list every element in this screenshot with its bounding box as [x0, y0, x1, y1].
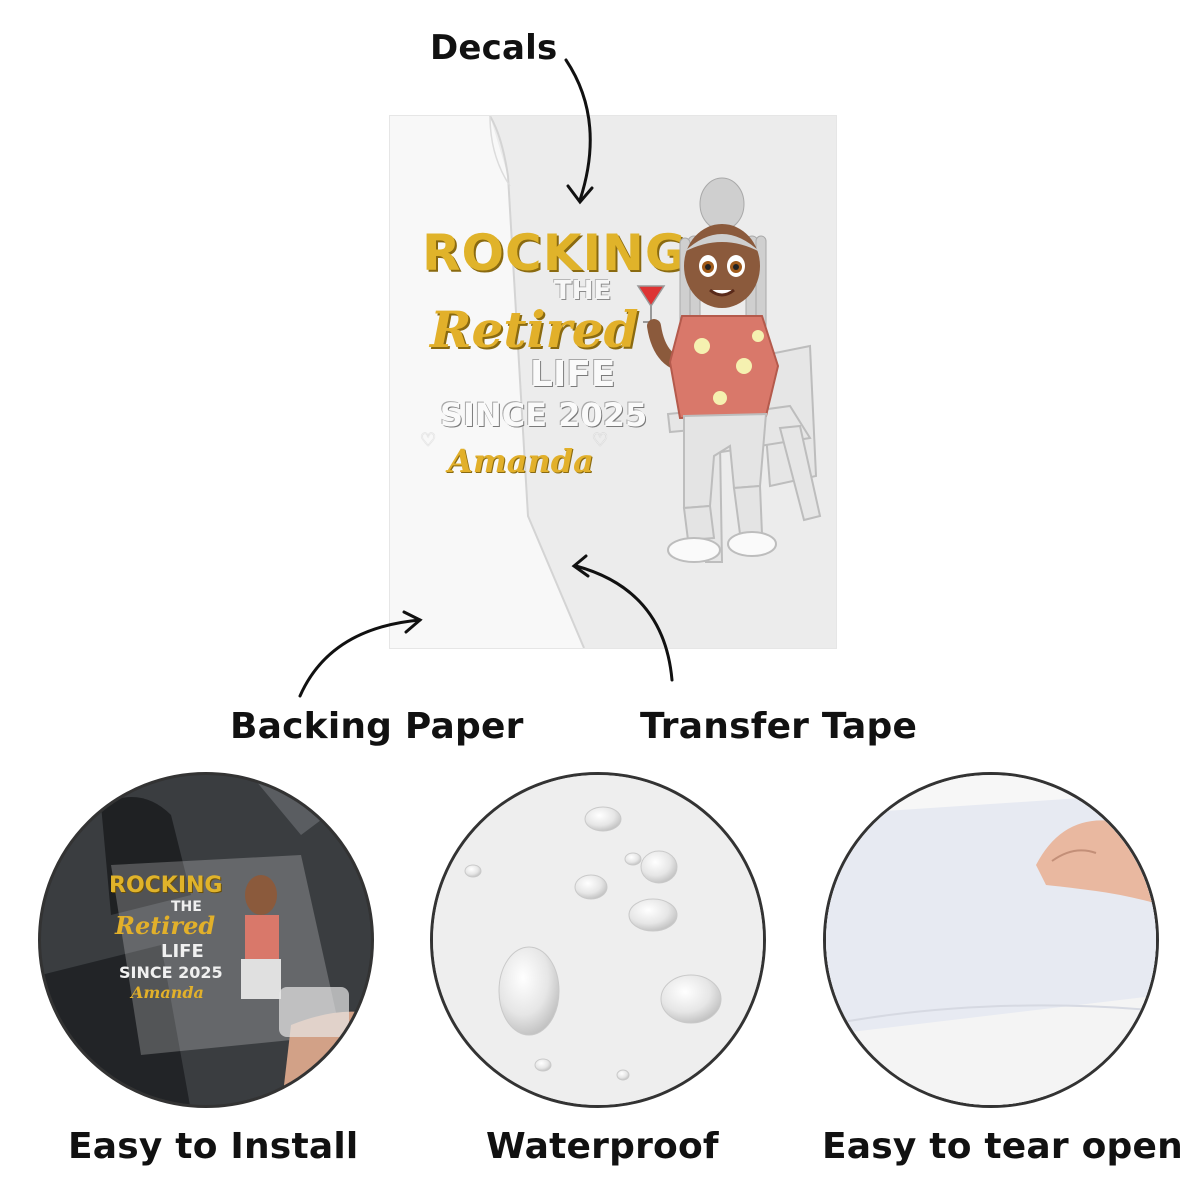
caption-easy-to-install: Easy to Install	[68, 1126, 359, 1167]
decal-word-since: SINCE 2025	[440, 396, 648, 434]
character-illustration	[636, 177, 822, 563]
decal-word-rocking: ROCKING	[422, 224, 687, 282]
tear-open-photo	[823, 772, 1159, 1108]
backing-paper-label: Backing Paper	[230, 706, 524, 747]
caption-waterproof: Waterproof	[486, 1126, 719, 1167]
install-decal-since: SINCE 2025	[119, 963, 223, 982]
decal-word-the: THE	[554, 276, 612, 306]
install-decal-life: LIFE	[161, 941, 204, 962]
decal-word-retired: Retired	[430, 300, 639, 359]
heart-icon: ♡	[420, 430, 437, 451]
water-droplets	[433, 775, 763, 1105]
peeling-sheet	[826, 775, 1156, 1105]
transfer-tape-label: Transfer Tape	[640, 706, 918, 747]
install-photo: ROCKING THE Retired LIFE SINCE 2025 Aman…	[38, 772, 374, 1108]
decal-sheet: ROCKING THE Retired LIFE SINCE 2025 ♡ ♡ …	[390, 116, 836, 648]
decal-word-life: LIFE	[530, 354, 616, 395]
caption-easy-to-tear-open: Easy to tear open	[822, 1126, 1183, 1167]
decals-label: Decals	[430, 28, 558, 68]
install-decal-name: Amanda	[131, 983, 204, 1002]
heart-icon: ♡	[592, 430, 609, 451]
decal-name: Amanda	[448, 442, 594, 480]
install-decal-the: THE	[171, 899, 202, 915]
waterproof-photo	[430, 772, 766, 1108]
install-decal-rocking: ROCKING	[109, 873, 223, 898]
install-decal-retired: Retired	[115, 911, 216, 940]
install-scene	[41, 775, 371, 1105]
